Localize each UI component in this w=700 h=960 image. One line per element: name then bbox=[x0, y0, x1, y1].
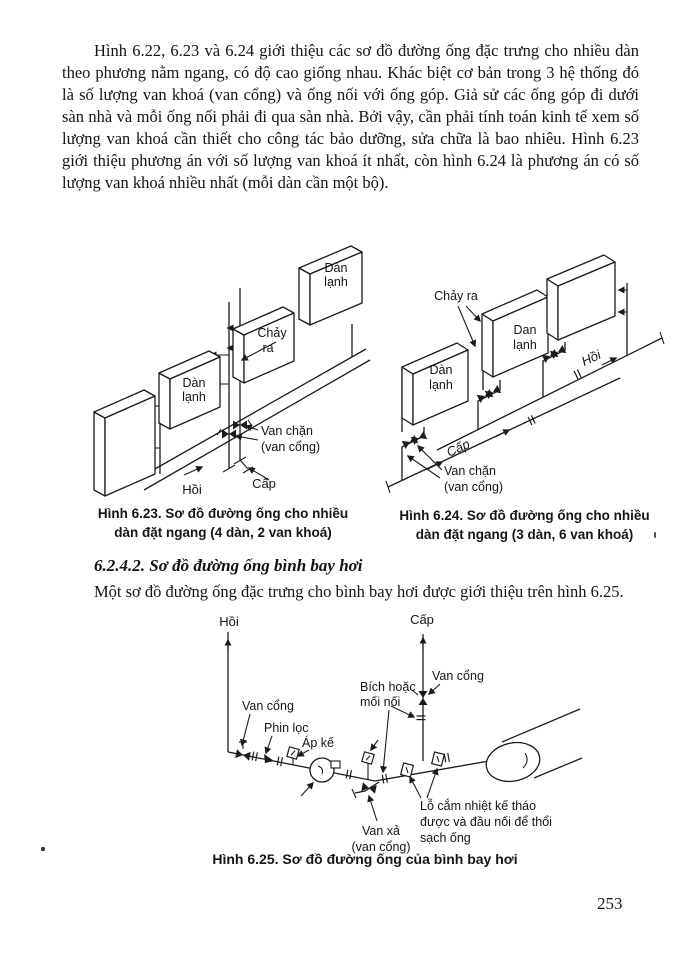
figure-6-25-diagram: Hồi Cấp Van cổng Bích hoặc mối nối Van c… bbox=[219, 612, 583, 854]
flange-joint-label: mối nối bbox=[360, 695, 400, 709]
thermo-port-label: sạch ống bbox=[420, 831, 471, 845]
pressure-gauge-symbol bbox=[286, 746, 375, 779]
stop-valve-label: Van chặn bbox=[261, 424, 313, 438]
stop-valve-label: (van cổng) bbox=[444, 480, 503, 494]
evaporator-box-mid bbox=[481, 289, 549, 378]
stop-valve-label: Van chặn bbox=[444, 464, 496, 478]
stop-valve-arrow bbox=[244, 424, 259, 432]
evaporator-box-4 bbox=[298, 245, 363, 326]
drain-valve-label: (van cổng) bbox=[351, 840, 410, 854]
evaporator-label: lạnh bbox=[324, 275, 348, 289]
figure-6-25-caption: Hình 6.25. Sơ đồ đường ống của bình bay … bbox=[212, 851, 518, 867]
stop-valve-label: (van cổng) bbox=[261, 440, 320, 454]
drain-valve-symbol bbox=[361, 782, 377, 794]
outflow-arrow bbox=[465, 305, 481, 323]
scan-artifact-mark bbox=[654, 532, 656, 538]
figure-6-23-caption: Hình 6.23. Sơ đồ đường ống cho nhiều dàn… bbox=[97, 506, 349, 540]
outflow-arrow bbox=[240, 341, 277, 361]
stop-valve-arrow bbox=[416, 444, 443, 471]
evaporator-label: Dàn bbox=[325, 261, 348, 275]
evaporator-box-1 bbox=[93, 389, 156, 497]
supply-label: Cấp bbox=[444, 436, 472, 460]
evaporator-label: lạnh bbox=[182, 390, 206, 404]
return-label: Hồi bbox=[579, 347, 604, 369]
evaporator-label: lạnh bbox=[513, 338, 537, 352]
scan-artifact-dot bbox=[41, 847, 45, 851]
gate-valve-symbol bbox=[216, 419, 253, 439]
return-label: Hồi bbox=[182, 482, 202, 497]
figure-6-24-caption: Hình 6.24. Sơ đồ đường ống cho nhiều dàn… bbox=[399, 508, 650, 542]
figure-6-23-diagram: Dàn lạnh Chảy ra Dàn lạnh Van chặn (van … bbox=[93, 245, 371, 497]
intro-paragraph: Hình 6.22, 6.23 và 6.24 giới thiệu các s… bbox=[62, 41, 639, 192]
stop-valve-arrow bbox=[234, 433, 259, 441]
flange-joint-label: Bích hoặc bbox=[360, 680, 416, 694]
evaporator-label: Dàn bbox=[430, 363, 453, 377]
evaporator-box-2 bbox=[158, 350, 221, 430]
stop-valve-arrow bbox=[406, 455, 441, 479]
filter-label: Phin lọc bbox=[264, 721, 308, 735]
thermo-port-label: được và đầu nối để thổi bbox=[420, 815, 552, 829]
return-flow-arrow bbox=[183, 466, 204, 476]
pipes-6-25 bbox=[224, 632, 490, 799]
outflow-label: ra bbox=[262, 341, 273, 355]
evaporator-label: lạnh bbox=[429, 378, 453, 392]
pressure-gauge-label: Áp kế bbox=[302, 735, 334, 750]
evaporator-label: Dàn bbox=[183, 376, 206, 390]
evaporator-box-left bbox=[401, 342, 469, 426]
return-riser-label: Hồi bbox=[219, 614, 239, 629]
supply-flow-arrow bbox=[247, 467, 270, 481]
outflow-label: Chảy ra bbox=[434, 289, 478, 303]
outflow-arrow bbox=[457, 305, 477, 348]
supply-riser-label: Cấp bbox=[410, 612, 434, 627]
page-number: 253 bbox=[597, 894, 623, 913]
filter-symbol bbox=[264, 754, 274, 763]
gate-valve-label: Van cổng bbox=[432, 669, 484, 683]
drain-valve-label: Van xả bbox=[362, 824, 400, 838]
gate-valve-label: Van cổng bbox=[242, 699, 294, 713]
evaporator-box-right bbox=[546, 254, 616, 341]
thermo-port-label: Lỗ cắm nhiệt kế tháo bbox=[420, 798, 536, 813]
supply-label: Cấp bbox=[252, 476, 276, 491]
section-paragraph: Một sơ đồ đường ống đặc trưng cho bình b… bbox=[94, 582, 624, 601]
evaporator-box-3 bbox=[232, 306, 295, 384]
pump-symbol bbox=[309, 757, 341, 783]
thermo-port-symbol bbox=[399, 751, 446, 778]
outflow-label: Chảy bbox=[257, 326, 287, 340]
section-heading: 6.2.4.2. Sơ đồ đường ống bình bay hơi bbox=[94, 556, 363, 575]
evaporator-label: Dan bbox=[514, 323, 537, 337]
annotation-arrows bbox=[239, 683, 441, 822]
figure-6-24-diagram: Chảy ra Dàn lạnh Dan lạnh Hồi Cấp Van ch… bbox=[385, 254, 665, 494]
evaporator-vessel bbox=[485, 708, 583, 783]
